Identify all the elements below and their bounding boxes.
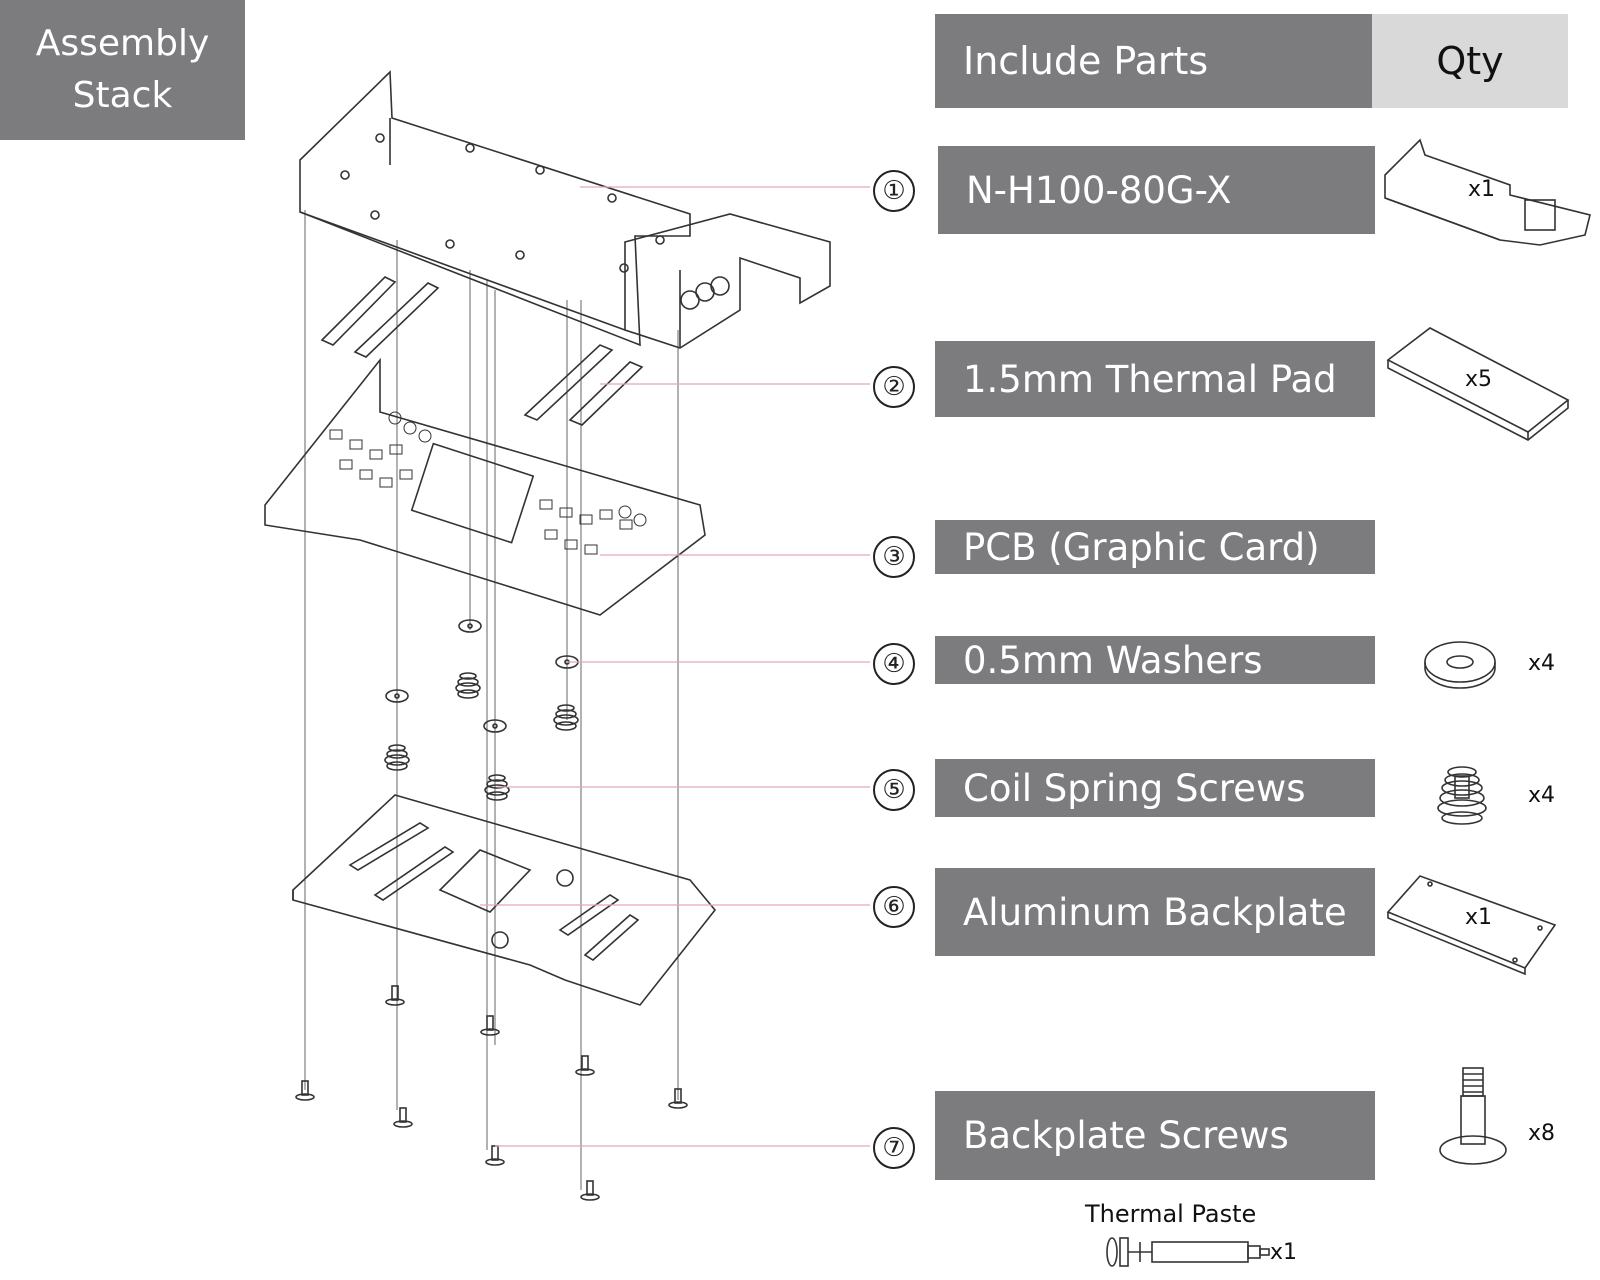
coil-spring-screw-icon bbox=[1437, 766, 1487, 825]
assembly-title-line2: Stack bbox=[72, 75, 173, 116]
part-qty-2: x5 bbox=[1465, 367, 1493, 392]
part-number-3: ③ bbox=[873, 536, 915, 578]
assembly-stack-title: Assembly Stack bbox=[0, 0, 245, 140]
include-parts-header: Include Parts bbox=[935, 14, 1372, 108]
part-qty-6: x1 bbox=[1465, 905, 1493, 930]
gpu-waterblock-icon bbox=[1384, 138, 1591, 246]
thermal-pads-drawing bbox=[320, 276, 644, 426]
part-number-2: ② bbox=[873, 366, 915, 408]
part-label-2: 1.5mm Thermal Pad bbox=[935, 341, 1375, 417]
leader-lines bbox=[480, 186, 870, 1147]
part-number-4: ④ bbox=[873, 643, 915, 685]
waterblock-drawing bbox=[299, 70, 831, 349]
backplate-screws-drawing bbox=[295, 985, 688, 1201]
part-qty-5: x4 bbox=[1528, 783, 1556, 808]
part-qty-7: x8 bbox=[1528, 1121, 1556, 1146]
part-label-5: Coil Spring Screws bbox=[935, 759, 1375, 817]
part-number-6: ⑥ bbox=[873, 886, 915, 928]
assembly-title-line1: Assembly bbox=[35, 22, 210, 64]
part-label-4: 0.5mm Washers bbox=[935, 636, 1375, 684]
backplate-drawing bbox=[292, 794, 717, 1006]
syringe-icon bbox=[1106, 1237, 1270, 1267]
coil-springs-drawing bbox=[384, 672, 579, 801]
pcb-drawing bbox=[264, 357, 706, 616]
part-label-6: Aluminum Backplate bbox=[935, 868, 1375, 956]
part-number-1: ① bbox=[873, 170, 915, 212]
backplate-screw-icon bbox=[1439, 1067, 1507, 1165]
thermal-paste-qty: x1 bbox=[1270, 1240, 1298, 1265]
backplate-icon bbox=[1386, 875, 1557, 976]
alignment-guides bbox=[304, 210, 679, 1190]
part-number-5: ⑤ bbox=[873, 769, 915, 811]
part-qty-1: x1 bbox=[1468, 177, 1496, 202]
thermal-paste-label: Thermal Paste bbox=[1085, 1200, 1257, 1228]
part-label-7: Backplate Screws bbox=[935, 1091, 1375, 1180]
qty-header: Qty bbox=[1372, 14, 1568, 108]
washers-drawing bbox=[385, 619, 579, 733]
part-qty-4: x4 bbox=[1528, 651, 1556, 676]
washer-icon bbox=[1424, 641, 1496, 689]
thermal-pad-icon bbox=[1386, 327, 1570, 441]
part-number-7: ⑦ bbox=[873, 1127, 915, 1169]
part-label-3: PCB (Graphic Card) bbox=[935, 520, 1375, 574]
part-label-1: N-H100-80G-X bbox=[938, 146, 1375, 234]
